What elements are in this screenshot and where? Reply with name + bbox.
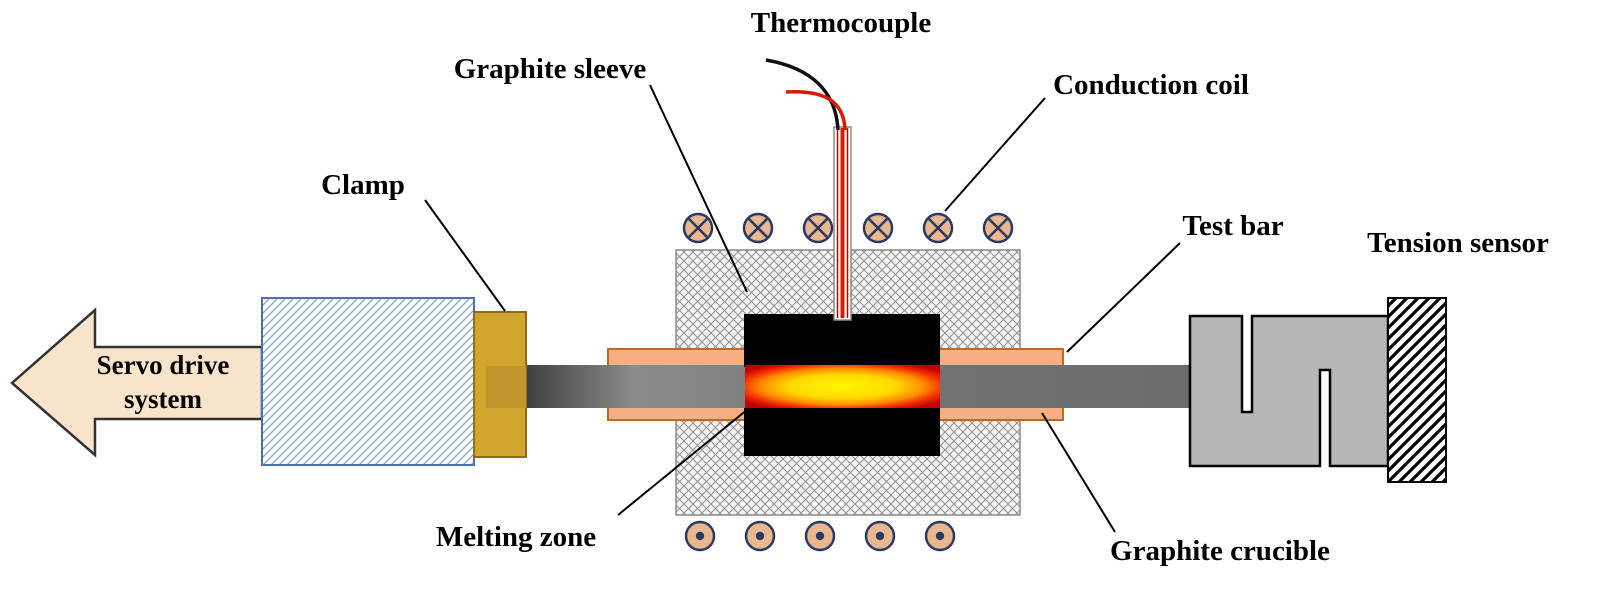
- pointer-line-test-bar: [1066, 242, 1181, 353]
- conduction-coil-top-4: [862, 212, 894, 244]
- label-graphite-sleeve: Graphite sleeve: [454, 53, 647, 85]
- conduction-coil-bottom-5: [924, 520, 956, 552]
- crucible-black-top: [744, 314, 940, 367]
- conduction-coil-bottom-3: [804, 520, 836, 552]
- pointer-line-clamp: [424, 199, 506, 312]
- conduction-coil-bottom-4: [864, 520, 896, 552]
- pointer-line-conduction-coil: [944, 97, 1046, 212]
- conduction-coil-top-2: [742, 212, 774, 244]
- thermocouple-wire-black: [765, 58, 840, 131]
- clamp-inner-grip: [486, 366, 526, 408]
- fixed-wall: [1387, 297, 1447, 483]
- label-conduction-coil: Conduction coil: [1053, 69, 1249, 101]
- conduction-coil-bottom-2: [744, 520, 776, 552]
- label-melting-zone: Melting zone: [436, 521, 596, 553]
- crucible-black-bottom: [744, 408, 940, 456]
- conduction-coil-top-6: [982, 212, 1014, 244]
- conduction-coil-top-5: [922, 212, 954, 244]
- thermocouple-wire-red: [785, 90, 847, 131]
- pointer-line-melting-zone: [617, 408, 749, 516]
- pointer-line-graphite-crucible: [1041, 412, 1116, 533]
- label-tension-sensor: Tension sensor: [1367, 227, 1549, 259]
- tension-sensor-block: [1188, 314, 1390, 468]
- melting-zone-glow: [745, 365, 940, 408]
- label-servo-drive-line2: system: [124, 384, 202, 414]
- servo-block: [261, 297, 475, 466]
- conduction-coil-top-3: [802, 212, 834, 244]
- conduction-coil-top-1: [682, 212, 714, 244]
- label-graphite-crucible: Graphite crucible: [1110, 535, 1330, 567]
- pointer-line-graphite-sleeve: [649, 84, 748, 293]
- label-thermocouple: Thermocouple: [751, 7, 932, 39]
- label-clamp: Clamp: [321, 169, 405, 201]
- servo-drive-arrow: [10, 307, 264, 458]
- label-test-bar: Test bar: [1182, 210, 1283, 242]
- conduction-coil-bottom-1: [684, 520, 716, 552]
- label-servo-drive-line1: Servo drive: [97, 350, 230, 380]
